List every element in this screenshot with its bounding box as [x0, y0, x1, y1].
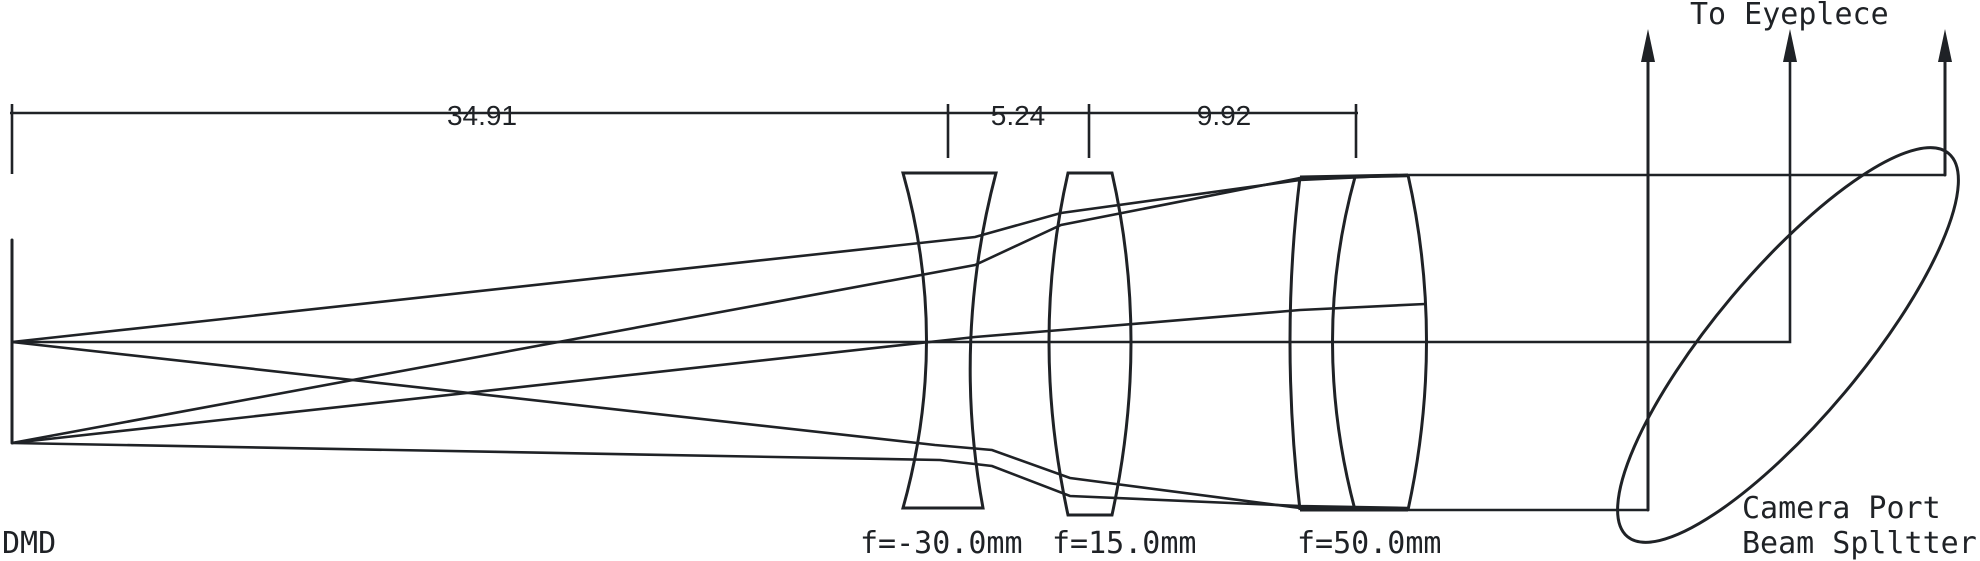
beam-splitter: [1616, 146, 1960, 544]
eyepiece-label: To Eyeplece: [1690, 0, 1889, 32]
dimension-label-9-92: 9.92: [1197, 100, 1252, 131]
lens-negative-30mm: [901, 171, 998, 510]
beam-splitter-label-line1: Camera Port: [1742, 491, 1941, 526]
lens-positive-15mm: [1047, 171, 1133, 517]
dmd-label: DMD: [2, 526, 56, 561]
ray-bundle: [11, 62, 1945, 512]
output-arrows: [1641, 29, 1952, 512]
beam-splitter-label-line2: Beam Splltter: [1742, 526, 1977, 561]
lens3-focal-label: f=50.0mm: [1297, 526, 1442, 561]
lens1-focal-label: f=-30.0mm: [860, 526, 1023, 561]
dimension-label-34-91: 34.91: [447, 100, 517, 131]
dimension-label-5-24: 5.24: [991, 100, 1046, 131]
dimension-line: [10, 104, 1358, 174]
lens2-focal-label: f=15.0mm: [1052, 526, 1197, 561]
